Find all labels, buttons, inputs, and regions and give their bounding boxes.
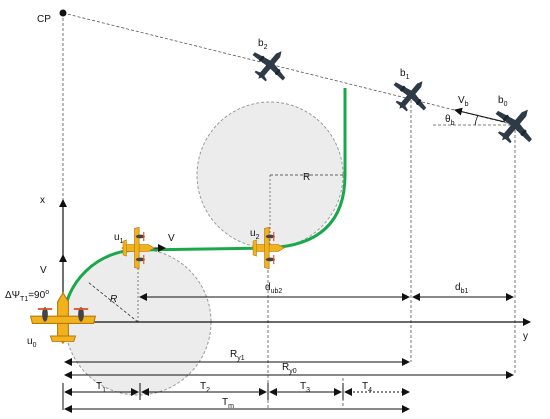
upper-radius-label: R xyxy=(303,172,310,183)
cp-to-b0-line xyxy=(62,12,516,126)
u1-label: u1 xyxy=(114,232,124,245)
bomber-velocity-arrow xyxy=(454,107,506,123)
y-axis-label: y xyxy=(523,331,528,342)
r-y0-label: Ry0 xyxy=(282,362,297,375)
b0-label: b0 xyxy=(498,95,508,108)
t4-label: T4 xyxy=(362,381,372,394)
t3-label: T3 xyxy=(300,381,310,394)
heading-change-label: ΔΨT1=90o xyxy=(5,289,49,303)
x-axis-label: x xyxy=(40,195,45,206)
u0-label: u0 xyxy=(27,336,37,349)
lower-radius-line xyxy=(87,281,139,323)
lower-radius-label: R xyxy=(110,294,117,305)
r-y1-label: Ry1 xyxy=(230,349,245,362)
t2-label: T2 xyxy=(200,381,210,394)
bomber-b2-icon xyxy=(243,38,297,92)
cp-dot xyxy=(59,9,67,17)
u2-label: u2 xyxy=(250,228,260,241)
vb-label: Vb xyxy=(458,95,469,108)
b1-label: b1 xyxy=(400,68,410,81)
b2-label: b2 xyxy=(258,38,268,51)
tm-label: Tm xyxy=(222,397,234,410)
cp-label: CP xyxy=(37,14,51,25)
bomber-b1-icon xyxy=(384,68,438,122)
theta-arc xyxy=(474,114,479,126)
theta-label: θb xyxy=(445,114,455,127)
path-velocity-label: V xyxy=(168,233,175,244)
d-ub2-label: dub2 xyxy=(265,282,282,295)
initial-velocity-label: V xyxy=(40,265,47,276)
d-b1-label: db1 xyxy=(455,282,468,295)
t1-label: T1 xyxy=(96,381,106,394)
